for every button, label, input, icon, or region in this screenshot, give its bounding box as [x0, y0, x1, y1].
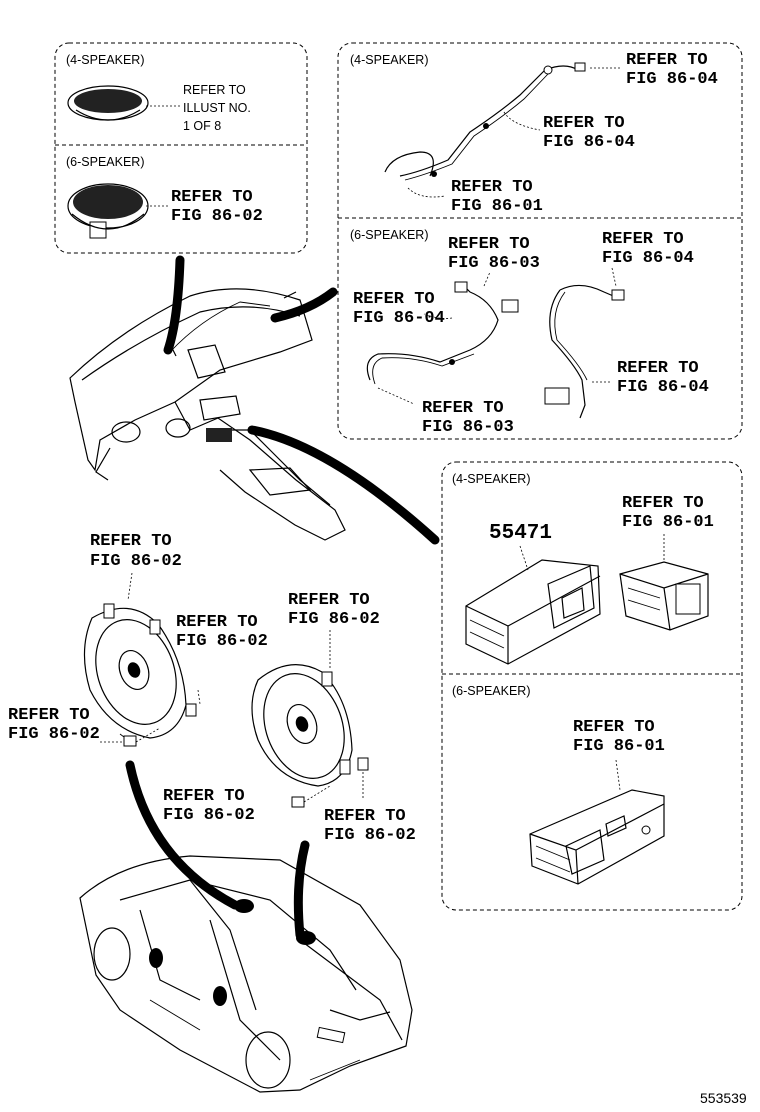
wire-6-speaker-right: [544, 267, 625, 419]
screw-2: [100, 727, 161, 747]
wire-panel: (4-SPEAKER) (6-SPEAKER) REFER TO FIG 86-…: [337, 42, 743, 440]
wire-4-ref-c-line2: FIG 86-01: [451, 197, 543, 216]
speaker-ref-1-line1: REFER TO: [90, 532, 172, 551]
screw-3: [291, 785, 331, 808]
wire-4-ref-c-line1: REFER TO: [451, 178, 533, 197]
speaker-ref-6-line1: REFER TO: [324, 807, 406, 826]
wire-4-ref-a-line2: FIG 86-04: [626, 70, 718, 89]
wire-6-ref-a-line1: REFER TO: [448, 235, 530, 254]
car-illustration: [79, 855, 413, 1093]
tweeter-4-speaker-label: (4-SPEAKER): [66, 53, 145, 67]
screw-4: [357, 757, 369, 800]
wire-4-speaker-label: (4-SPEAKER): [350, 53, 429, 67]
dashboard-illustration: [69, 288, 346, 541]
jack-6-ref-line2: FIG 86-01: [573, 737, 665, 756]
speaker-ref-1-line2: FIG 86-02: [90, 552, 182, 571]
jack-4-speaker-label: (4-SPEAKER): [452, 472, 531, 486]
jack-module-4-speaker: [619, 561, 709, 631]
jack-6-speaker-label: (6-SPEAKER): [452, 684, 531, 698]
jack-module-6-speaker: [529, 789, 665, 885]
tweeter-note-line2: ILLUST NO.: [183, 101, 251, 115]
wire-6-speaker-label: (6-SPEAKER): [350, 228, 429, 242]
speaker-front: [83, 603, 187, 747]
wire-6-ref-d-line2: FIG 86-04: [617, 378, 709, 397]
wire-4-ref-a-line1: REFER TO: [626, 51, 708, 70]
speaker-rear: [251, 664, 353, 787]
speaker-ref-2-line2: FIG 86-02: [176, 632, 268, 651]
wire-6-speaker-left: [366, 271, 519, 405]
part-number-label: 55471: [489, 522, 552, 545]
band-dash-to-jack: [247, 425, 440, 545]
jack-panel: (4-SPEAKER) (6-SPEAKER) 55471 REFER TO F…: [441, 461, 743, 911]
jack-6-ref-line1: REFER TO: [573, 718, 655, 737]
speaker-ref-5-line1: REFER TO: [163, 787, 245, 806]
wire-6-ref-e-line1: REFER TO: [422, 399, 504, 418]
tweeter-6-ref-line1: REFER TO: [171, 188, 253, 207]
speaker-ref-3-line2: FIG 86-02: [288, 610, 380, 629]
wire-4-speaker: [384, 62, 622, 198]
screw-1: [185, 689, 201, 717]
speaker-ref-3-line1: REFER TO: [288, 591, 370, 610]
tweeter-4-speaker: [67, 85, 149, 121]
tweeter-note-line3: 1 OF 8: [183, 119, 221, 133]
wire-4-ref-b-line1: REFER TO: [543, 114, 625, 133]
tweeter-note-line1: REFER TO: [183, 83, 246, 97]
wire-6-ref-a-line2: FIG 86-03: [448, 254, 540, 273]
tweeter-6-speaker: [67, 183, 149, 239]
wire-6-ref-e-line2: FIG 86-03: [422, 418, 514, 437]
jack-bezel-4-speaker: [465, 559, 601, 665]
speaker-ref-2-line1: REFER TO: [176, 613, 258, 632]
illustration-code: 553539: [700, 1090, 747, 1106]
speaker-ref-6-line2: FIG 86-02: [324, 826, 416, 845]
wire-4-ref-b-line2: FIG 86-04: [543, 133, 635, 152]
wire-6-ref-b-line1: REFER TO: [602, 230, 684, 249]
jack-4-ref-line1: REFER TO: [622, 494, 704, 513]
band-speaker2-to-car: [293, 840, 310, 940]
tweeter-panel: (4-SPEAKER) (6-SPEAKER) REFER TO ILLUST …: [54, 42, 308, 254]
tweeter-6-ref-line2: FIG 86-02: [171, 207, 263, 226]
speaker-ref-4-line2: FIG 86-02: [8, 725, 100, 744]
band-speaker1-to-car: [125, 760, 240, 910]
speaker-ref-5-line2: FIG 86-02: [163, 806, 255, 825]
wire-6-ref-d-line1: REFER TO: [617, 359, 699, 378]
band-wire-to-dash: [270, 287, 338, 323]
tweeter-6-speaker-label: (6-SPEAKER): [66, 155, 145, 169]
wire-6-ref-c-line1: REFER TO: [353, 290, 435, 309]
wire-6-ref-c-line2: FIG 86-04: [353, 309, 445, 328]
jack-4-ref-line2: FIG 86-01: [622, 513, 714, 532]
band-tweeter-to-dash: [163, 255, 185, 355]
wire-6-ref-b-line2: FIG 86-04: [602, 249, 694, 268]
speaker-ref-4-line1: REFER TO: [8, 706, 90, 725]
